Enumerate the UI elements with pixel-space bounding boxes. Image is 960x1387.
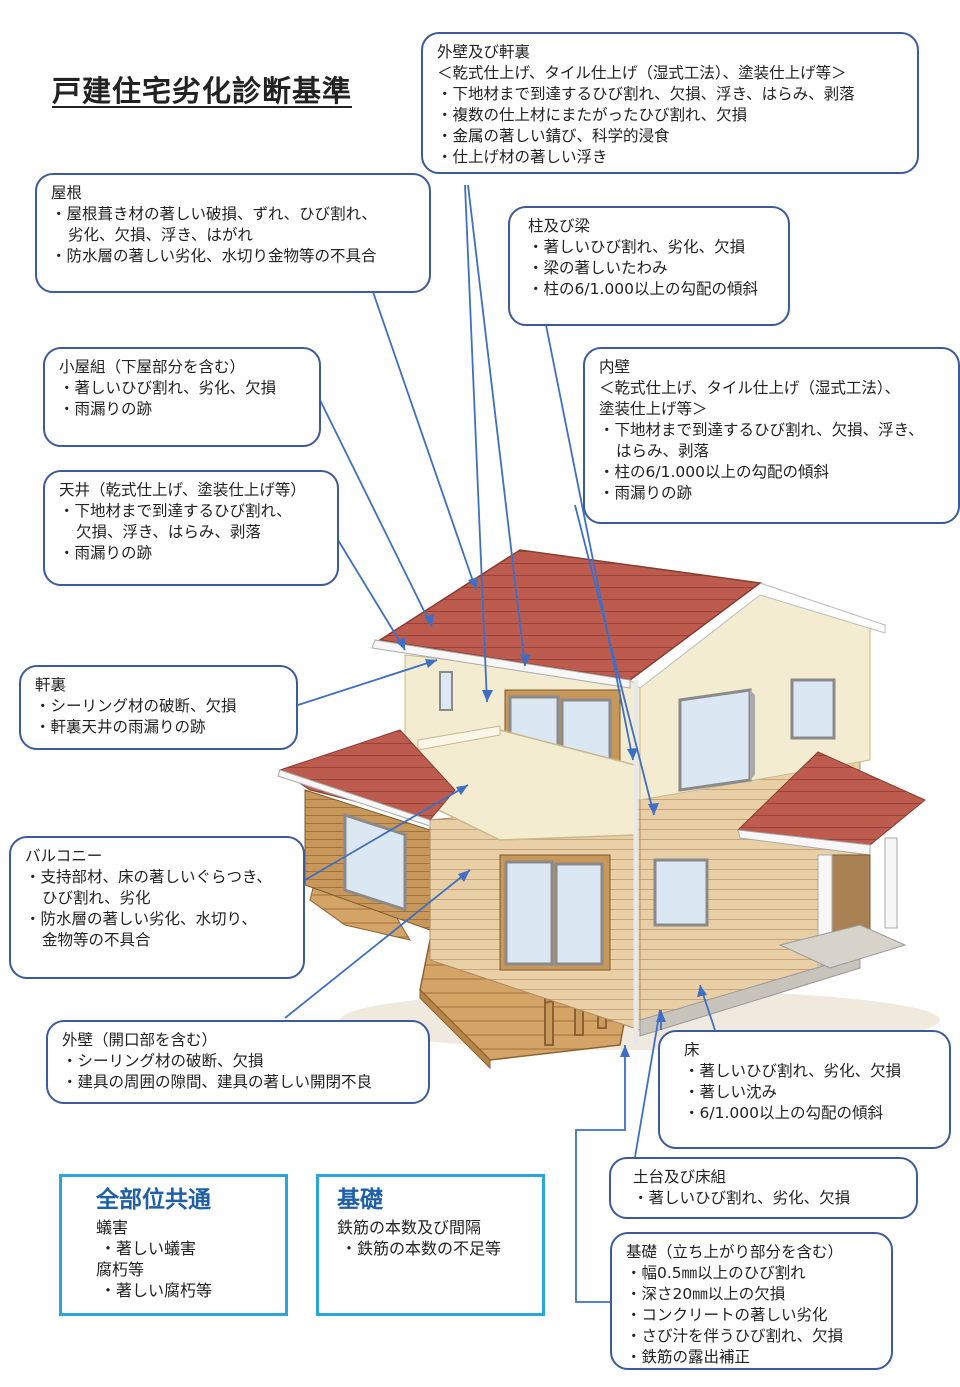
right-upper-window [790, 678, 836, 740]
floor-box: 床 著しいひび割れ、劣化、欠損 著しい沈み 6/1.000以上の勾配の傾斜 [658, 1030, 951, 1149]
box-heading: 内壁 [599, 358, 631, 376]
box-heading: 天井（乾式仕上げ、塗装仕上げ等） [59, 481, 306, 499]
ceiling-box: 天井（乾式仕上げ、塗装仕上げ等） 下地材まで到達するひび割れ、欠損、浮き、はらみ… [43, 470, 339, 586]
list-item: 下地材まで到達するひび割れ、欠損、浮き、はらみ、剥落 [437, 84, 905, 105]
foundation [639, 954, 861, 1037]
exterior-wall-openings-box: 外壁（開口部を含む） シーリング材の破断、欠損 建具の周囲の隙間、建具の著しい開… [46, 1020, 430, 1104]
list-item: 下地材まで到達するひび割れ、欠損、浮き、はらみ、剥落 [59, 501, 325, 543]
list-item: 著しいひび割れ、劣化、欠損 [528, 237, 776, 258]
list-item: 複数の仕上材にまたがったひび割れ、欠損 [437, 105, 905, 126]
foundation-heading: 基礎 [337, 1187, 383, 1213]
balcony-top [417, 725, 501, 751]
list-item: 金属の著しい錆び、科学的浸食 [437, 126, 905, 147]
list-item: 鉄筋の本数の不足等 [337, 1238, 528, 1259]
right-lower-window [653, 858, 709, 927]
list-item: 柱の6/1.000以上の勾配の傾斜 [599, 462, 946, 483]
list-item: コンクリートの著しい劣化 [626, 1305, 879, 1326]
box-subheading-cont: 塗装仕上げ等＞ [599, 400, 708, 418]
list-item: 柱の6/1.000以上の勾配の傾斜 [528, 279, 776, 300]
list-item: 梁の著しいたわみ [528, 258, 776, 279]
list-item: 著しいひび割れ、劣化、欠損 [59, 378, 307, 399]
soffit-box: 軒裏 シーリング材の破断、欠損 軒裏天井の雨漏りの跡 [19, 665, 298, 750]
list-item: 防水層の著しい劣化、水切り、金物等の不具合 [25, 909, 291, 951]
list-item: 6/1.000以上の勾配の傾斜 [684, 1103, 937, 1124]
columns-beams-box: 柱及び梁 著しいひび割れ、劣化、欠損 梁の著しいたわみ 柱の6/1.000以上の… [508, 206, 790, 326]
balcony-box: バルコニー 支持部材、床の著しいぐらつき、ひび割れ、劣化 防水層の著しい劣化、水… [9, 836, 305, 979]
common-label: 腐朽等 [96, 1260, 145, 1279]
list-item: 支持部材、床の著しいぐらつき、ひび割れ、劣化 [25, 867, 291, 909]
roof-gutter [371, 639, 631, 689]
foundation-box: 基礎 鉄筋の本数及び間隔 鉄筋の本数の不足等 [316, 1174, 545, 1316]
roof-box: 屋根 屋根葺き材の著しい破損、ずれ、ひび割れ、劣化、欠損、浮き、はがれ 防水層の… [35, 173, 431, 293]
common-all-parts-box: 全部位共通 蟻害 著しい蟻害 腐朽等 著しい腐朽等 [59, 1174, 288, 1316]
list-item: 下地材まで到達するひび割れ、欠損、浮き、はらみ、剥落 [599, 420, 946, 462]
small-window [439, 671, 453, 711]
list-item: 雨漏りの跡 [59, 399, 307, 420]
leader-arrowheads [396, 577, 707, 1057]
list-item: 建具の周囲の隙間、建具の著しい開閉不良 [62, 1072, 416, 1093]
list-item: 著しいひび割れ、劣化、欠損 [633, 1188, 904, 1209]
box-subheading: ＜乾式仕上げ、タイル仕上げ（湿式工法）、塗装仕上げ等＞ [437, 64, 847, 82]
foundation-riser-box: 基礎（立ち上がり部分を含む） 幅0.5㎜以上のひび割れ 深さ20㎜以上の欠損 コ… [610, 1232, 893, 1370]
common-heading: 全部位共通 [96, 1187, 211, 1213]
list-item: 雨漏りの跡 [599, 483, 946, 504]
box-heading: 小屋組（下屋部分を含む） [59, 358, 246, 376]
list-item: シーリング材の破断、欠損 [62, 1051, 416, 1072]
bay-window [678, 688, 755, 792]
exterior-eaves-box: 外壁及び軒裏 ＜乾式仕上げ、タイル仕上げ（湿式工法）、塗装仕上げ等＞ 下地材まで… [421, 32, 919, 174]
box-heading: 外壁及び軒裏 [437, 43, 531, 61]
list-item: 軒裏天井の雨漏りの跡 [35, 717, 284, 738]
box-heading: 屋根 [51, 184, 83, 202]
entrance-door [829, 854, 871, 936]
entrance-step [778, 924, 907, 969]
foundation-label: 鉄筋の本数及び間隔 [337, 1218, 482, 1237]
interior-wall-box: 内壁 ＜乾式仕上げ、タイル仕上げ（湿式工法）、 塗装仕上げ等＞ 下地材まで到達す… [583, 347, 960, 524]
lower-gutter [277, 769, 431, 827]
box-heading: 柱及び梁 [528, 217, 591, 235]
list-item: 仕上げ材の著しい浮き [437, 147, 905, 168]
list-item: 深さ20㎜以上の欠損 [626, 1284, 879, 1305]
list-item: 鉄筋の露出補正 [626, 1347, 879, 1368]
sill-floor-framing-box: 土台及び床組 著しいひび割れ、劣化、欠損 [609, 1157, 918, 1219]
common-label: 蟻害 [96, 1218, 129, 1237]
entrance-pillar-right [884, 837, 898, 929]
list-item: さび汁を伴うひび割れ、欠損 [626, 1326, 879, 1347]
box-heading: バルコニー [25, 847, 103, 865]
box-subheading: ＜乾式仕上げ、タイル仕上げ（湿式工法）、 [599, 379, 901, 397]
box-heading: 基礎（立ち上がり部分を含む） [626, 1243, 844, 1261]
page-title: 戸建住宅劣化診断基準 [52, 74, 353, 108]
deck-edge [419, 988, 491, 1070]
list-item: 防水層の著しい劣化、水切り金物等の不具合 [51, 246, 417, 267]
lower-front-window [499, 854, 611, 971]
list-item: 雨漏りの跡 [59, 543, 325, 564]
box-heading: 外壁（開口部を含む） [62, 1031, 218, 1049]
box-heading: 軒裏 [35, 676, 67, 694]
list-item: 幅0.5㎜以上のひび割れ [626, 1263, 879, 1284]
lower-left-window [343, 813, 407, 912]
box-heading: 土台及び床組 [633, 1168, 727, 1186]
list-item: 著しいひび割れ、劣化、欠損 [684, 1061, 937, 1082]
list-item: 屋根葺き材の著しい破損、ずれ、ひび割れ、劣化、欠損、浮き、はがれ [51, 204, 417, 246]
list-item: 著しい蟻害 [96, 1238, 271, 1259]
box-heading: 床 [684, 1041, 700, 1059]
attic-framing-box: 小屋組（下屋部分を含む） 著しいひび割れ、劣化、欠損 雨漏りの跡 [43, 347, 321, 447]
list-item: 著しい腐朽等 [96, 1280, 271, 1301]
list-item: シーリング材の破断、欠損 [35, 696, 284, 717]
list-item: 著しい沈み [684, 1082, 937, 1103]
lower-roof [278, 729, 456, 821]
